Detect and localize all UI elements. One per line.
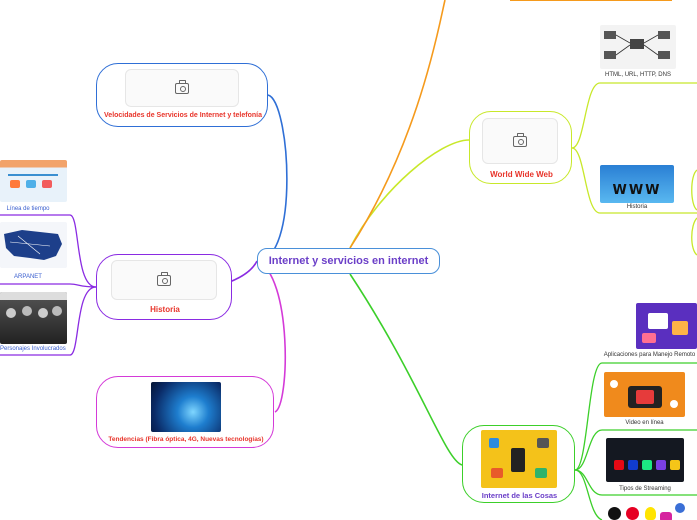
image-placeholder [125,69,239,107]
arpanet-map-image [0,222,67,268]
central-topic[interactable]: Internet y servicios en internet [257,248,440,274]
network-diagram-image [600,25,676,69]
personajes-photo [0,292,67,344]
tumblr-icon [608,507,621,520]
branch-iot-label: Internet de las Cosas [463,491,576,500]
messenger-icon [675,503,685,513]
www-history-image: WWW [600,165,674,203]
camera-icon [175,83,189,94]
branch-velocidades[interactable]: Velocidades de Servicios de Internet y t… [96,63,268,127]
timeline-image [0,160,67,202]
branch-iot[interactable]: Internet de las Cosas [462,425,575,503]
branch-tendencias[interactable]: Tendencias (Fibra óptica, 4G, Nuevas tec… [96,376,274,448]
branch-www[interactable]: World Wide Web [469,111,572,184]
branch-historia-label: Historia [97,305,233,314]
leaf-personajes-label: Personajes Involucrados [0,346,64,352]
fiber-optic-image [151,382,221,432]
leaf-arpanet-label: ARPANET [0,274,56,280]
leaf-video-label: Video en línea [604,420,685,426]
image-placeholder [111,260,217,300]
leaf-html-url-label: HTML, URL, HTTP, DNS [600,72,676,78]
leaf-aplicaciones-label: Aplicaciones para Manejo Remoto [602,352,697,358]
www-graphic-text: WWW [600,185,674,197]
leaf-streaming-label: Tipos de Streaming [606,486,684,492]
iot-devices-image [481,430,557,488]
instagram-icon [660,512,672,520]
remote-apps-image [636,303,697,349]
camera-icon [157,275,171,286]
image-placeholder [482,118,558,164]
streaming-image [606,438,684,482]
pinterest-icon [626,507,639,520]
branch-www-label: World Wide Web [470,170,573,179]
usa-map-shape [0,222,67,268]
snapchat-icon [645,507,656,520]
leaf-linea-tiempo-label: Línea de tiempo [0,206,56,212]
camera-icon [513,136,527,147]
branch-tendencias-label: Tendencias (Fibra óptica, 4G, Nuevas tec… [97,436,275,443]
video-online-image [604,372,685,417]
central-topic-label: Internet y servicios en internet [269,255,429,267]
network-diagram-shapes [600,25,676,69]
branch-velocidades-label: Velocidades de Servicios de Internet y t… [97,112,269,119]
branch-historia[interactable]: Historia [96,254,232,320]
social-icons-row [608,503,697,520]
leaf-historia-www-label: Historia [600,204,674,210]
